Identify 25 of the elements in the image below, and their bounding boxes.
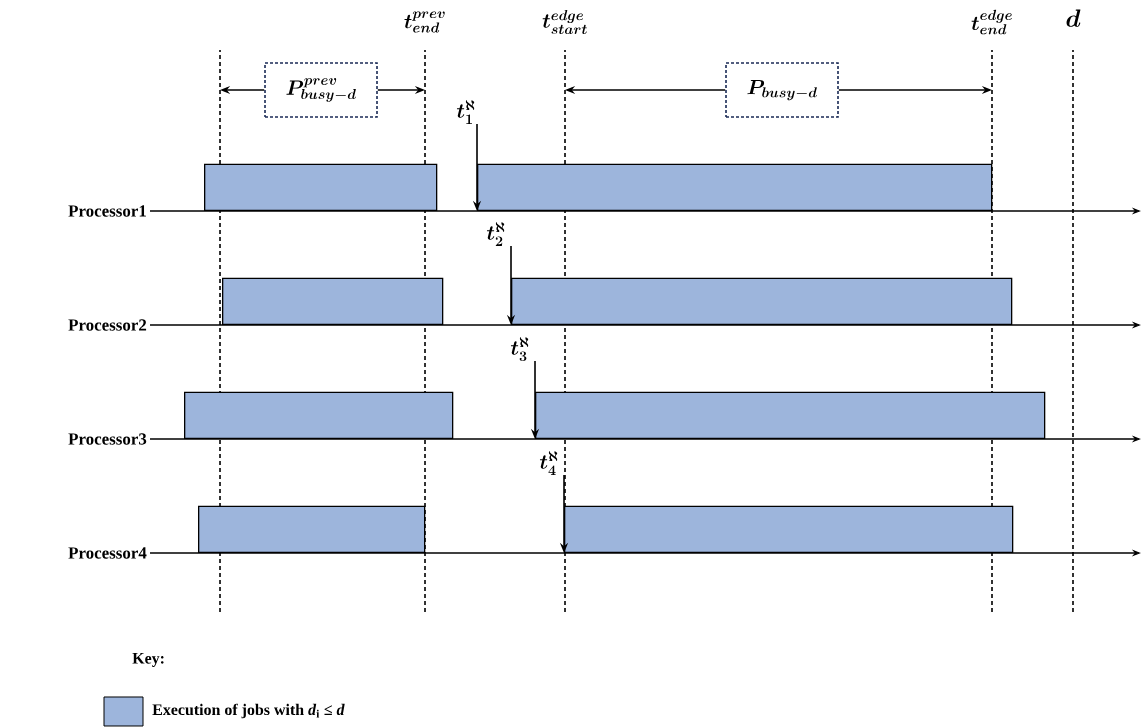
execution-bar — [222, 277, 444, 325]
time-label: $t_{3}^{\aleph}$ — [510, 337, 529, 362]
execution-bar — [535, 391, 1046, 439]
execution-bar — [184, 391, 454, 439]
legend-text: Execution of jobs with d$_{i}$ ≤ d — [152, 703, 345, 719]
dashed-box: $P_{busy-d}$ — [725, 62, 839, 118]
time-label: $t_{2}^{\aleph}$ — [486, 222, 505, 246]
processor-label: Processor3 — [68, 433, 147, 445]
execution-bar — [198, 505, 426, 553]
processor-label: Processor1 — [68, 205, 146, 217]
time-label: $t^{edge}_{end}$ — [971, 9, 1012, 35]
time-label: $t^{prev}_{end}$ — [404, 11, 445, 33]
processor-label: Processor4 — [68, 547, 147, 559]
time-label: $t_{4}^{\aleph}$ — [539, 451, 558, 475]
key-heading: Key: — [132, 653, 164, 667]
time-label: $d$ — [1066, 9, 1081, 27]
time-label: $t_{1}^{\aleph}$ — [456, 100, 475, 124]
time-label: $t^{edge}_{start}$ — [542, 10, 587, 35]
execution-bar — [511, 277, 1013, 325]
execution-bar — [564, 505, 1014, 553]
dashed-line — [1072, 49, 1074, 613]
dashed-box: $P^{prev}_{busy-d}$ — [264, 62, 378, 118]
execution-bar — [477, 163, 993, 211]
processor-label: Processor2 — [68, 319, 147, 331]
execution-bar — [204, 163, 438, 211]
